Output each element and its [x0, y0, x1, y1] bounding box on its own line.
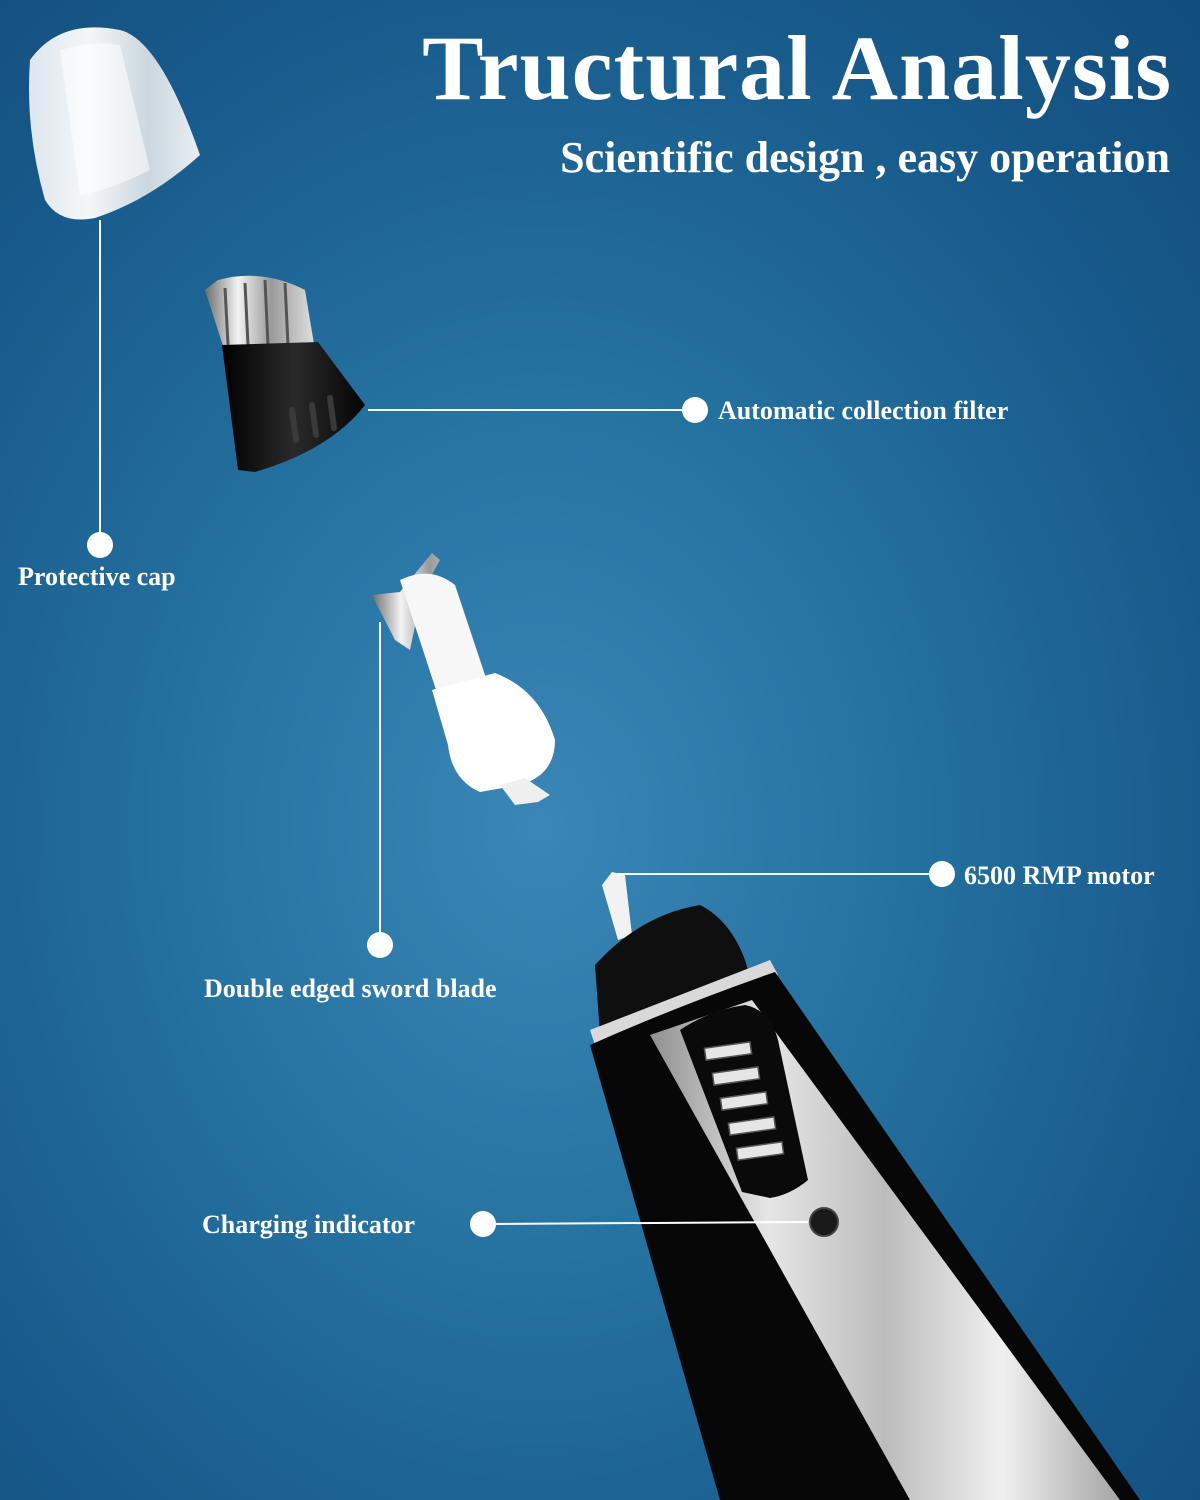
collection-filter-part	[205, 275, 365, 472]
protective-cap-part	[29, 27, 200, 220]
protective-cap-leader	[87, 220, 113, 558]
blade-label: Double edged sword blade	[204, 974, 497, 1003]
blade-leader	[367, 622, 393, 958]
page-title: Tructural Analysis	[422, 17, 1172, 119]
motor-leader	[617, 861, 955, 887]
charging-indicator-label: Charging indicator	[202, 1210, 416, 1239]
blade-part	[372, 553, 555, 805]
protective-cap-label: Protective cap	[18, 562, 176, 591]
motor-label: 6500 RMP motor	[964, 861, 1155, 890]
page-subtitle: Scientific design , easy operation	[560, 133, 1170, 182]
collection-filter-leader	[368, 397, 708, 423]
trimmer-handle-part	[590, 872, 1140, 1500]
collection-filter-label: Automatic collection filter	[718, 396, 1009, 425]
charging-indicator-leader	[470, 1211, 809, 1237]
